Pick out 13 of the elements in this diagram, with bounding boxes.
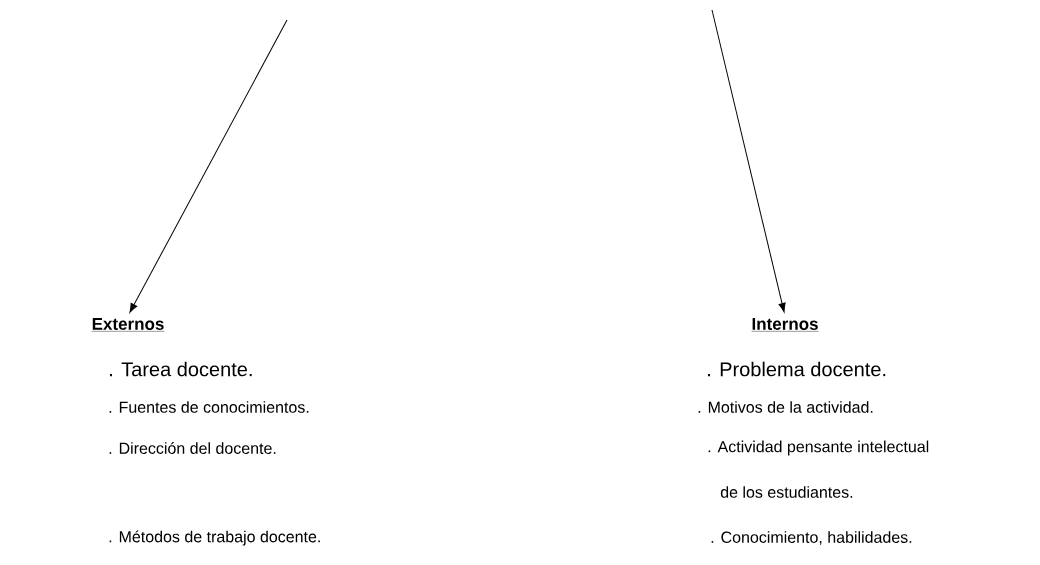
list-item: de los estudiantes. [720, 486, 853, 498]
list-item: . Actividad pensante intelectual [708, 440, 929, 456]
list-item: . Conocimiento, habilidades. [711, 531, 912, 545]
heading: Internos [751, 318, 819, 332]
arrow [711, 9, 786, 313]
list-item: . Problema docente. [708, 361, 886, 377]
heading: Externos [91, 318, 165, 332]
arrow [129, 19, 288, 313]
list-item: . Dirección del docente. [109, 442, 276, 454]
list-item: . Fuentes de conocimientos. [109, 401, 309, 413]
list-item: . Métodos de trabajo docente. [109, 530, 320, 546]
list-item: . Tarea docente. [110, 361, 252, 377]
list-item: . Motivos de la actividad. [698, 401, 873, 413]
